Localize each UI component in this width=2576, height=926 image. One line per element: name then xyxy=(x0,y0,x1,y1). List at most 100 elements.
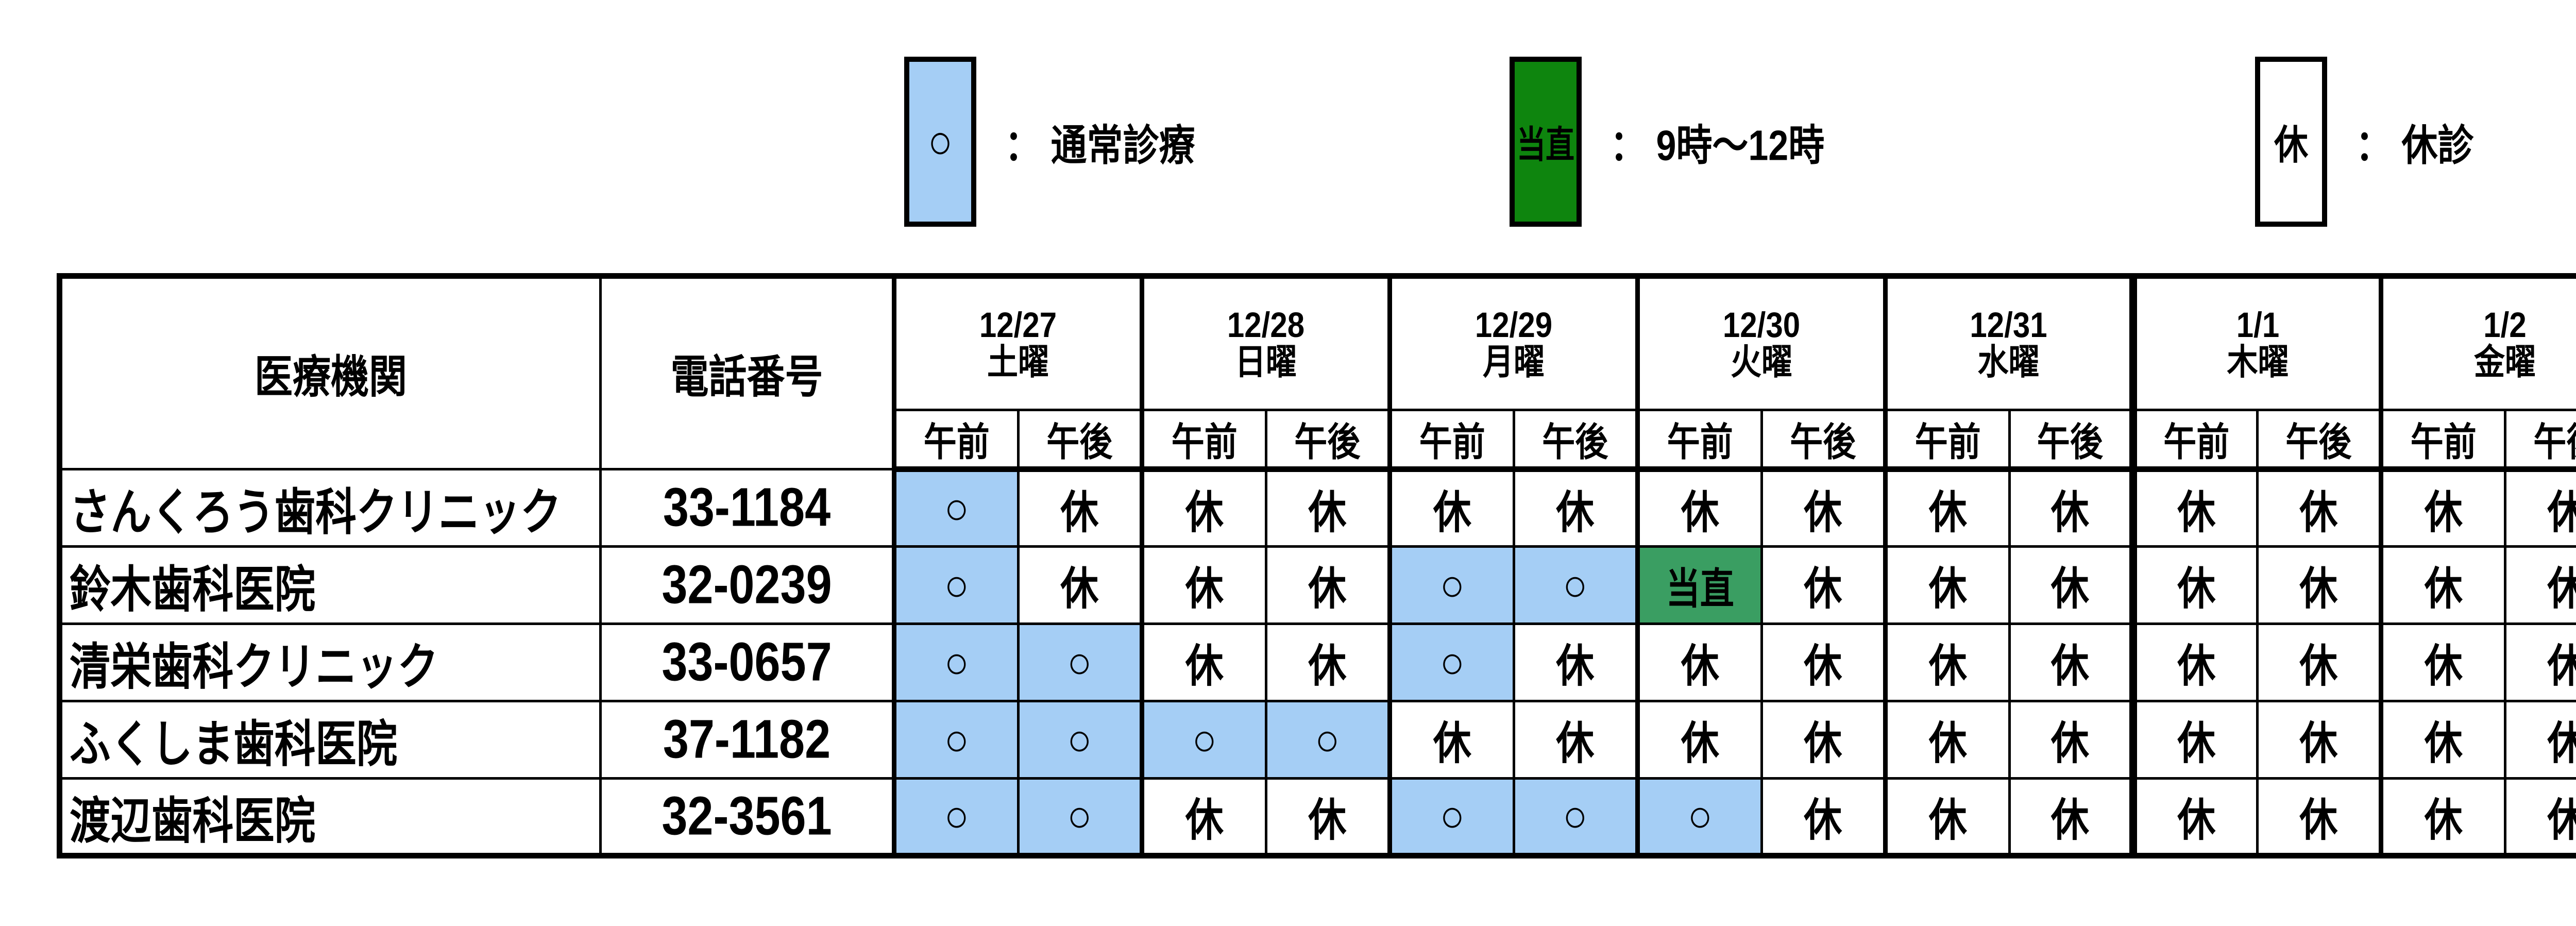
schedule-cell-kyu: 休 xyxy=(2129,468,2259,548)
schedule-mark: 休 xyxy=(1928,795,1967,846)
schedule-cell-kyu: 休 xyxy=(1512,468,1639,548)
clinic-name-text: 清栄歯科クリニック xyxy=(70,639,438,695)
ampm-label: 午前 xyxy=(1419,419,1485,464)
ampm-label: 午後 xyxy=(1294,419,1361,464)
schedule-mark: 休 xyxy=(1185,563,1224,614)
schedule-cell-kyu: 休 xyxy=(2379,622,2506,702)
schedule-mark: 休 xyxy=(1928,718,1967,769)
am-header-1-1: 午前 xyxy=(2129,409,2259,472)
schedule-mark: ○ xyxy=(944,483,969,534)
schedule-mark: ○ xyxy=(1315,714,1340,765)
schedule-mark: ○ xyxy=(1563,790,1588,841)
weekday-label: 日曜 xyxy=(1235,342,1297,382)
schedule-mark: 休 xyxy=(2424,487,2463,538)
ampm-label: 午前 xyxy=(1171,419,1238,464)
schedule-cell-kyu: 休 xyxy=(2129,777,2259,857)
schedule-cell-touchoku: 当直 xyxy=(1635,545,1763,625)
schedule-cell-kyu: 休 xyxy=(1387,468,1515,548)
phone-number-text: 37-1182 xyxy=(663,709,831,770)
schedule-cell-kyu: 休 xyxy=(2256,545,2382,625)
phone-number: 32-3561 xyxy=(599,777,895,857)
schedule-mark: 休 xyxy=(1928,487,1967,538)
schedule-cell-kyu: 休 xyxy=(1512,622,1639,702)
schedule-mark: 休 xyxy=(1804,718,1842,769)
schedule-cell-kyu: 休 xyxy=(2379,545,2506,625)
schedule-mark: 休 xyxy=(2547,476,2576,541)
weekday-label: 土曜 xyxy=(987,342,1049,382)
schedule-cell-kyu: 休 xyxy=(2129,622,2259,702)
schedule-cell-kyu: 休 xyxy=(1016,468,1143,548)
schedule-mark: 休 xyxy=(2177,487,2216,538)
ampm-label: 午後 xyxy=(2533,419,2576,464)
schedule-mark: 休 xyxy=(2299,563,2338,614)
legend-label-normal: ： 通常診療 xyxy=(1005,116,1195,169)
schedule-cell-kyu: 休 xyxy=(1140,777,1267,857)
schedule-cell-kyu: 休 xyxy=(1635,700,1763,780)
schedule-mark: 休 xyxy=(2050,795,2089,846)
schedule-mark: 休 xyxy=(2547,707,2576,772)
ampm-label: 午後 xyxy=(1542,419,1608,464)
schedule-mark: ○ xyxy=(1067,790,1092,841)
schedule-cell-kyu: 休 xyxy=(2129,545,2259,625)
am-header-1-2: 午前 xyxy=(2379,409,2506,472)
schedule-mark: 休 xyxy=(1185,487,1224,538)
schedule-cell-kyu: 休 xyxy=(1264,468,1391,548)
schedule-mark: 休 xyxy=(1804,563,1842,614)
schedule-mark: 休 xyxy=(2299,487,2338,538)
schedule-cell-kyu: 休 xyxy=(1140,545,1267,625)
schedule-cell-kyu: 休 xyxy=(2503,777,2576,857)
schedule-mark: 休 xyxy=(2299,641,2338,692)
schedule-body: さんくろう歯科クリニック33-1184○休休休休休休休休休休休休休休休休休鈴木歯… xyxy=(58,468,2576,857)
schedule-cell-maru: ○ xyxy=(1387,777,1515,857)
schedule-cell-kyu: 休 xyxy=(2256,777,2382,857)
ampm-label: 午前 xyxy=(1667,419,1733,464)
schedule-cell-kyu: 休 xyxy=(2503,700,2576,780)
schedule-cell-kyu: 休 xyxy=(2008,622,2134,702)
ampm-label: 午後 xyxy=(2037,419,2103,464)
schedule-cell-kyu: 休 xyxy=(1760,545,1887,625)
schedule-mark: 休 xyxy=(1433,718,1471,769)
closed-symbol: 休 xyxy=(2274,122,2308,167)
am-header-12-29: 午前 xyxy=(1387,409,1515,472)
schedule-mark: 休 xyxy=(1060,563,1099,614)
schedule-cell-maru: ○ xyxy=(892,622,1020,702)
schedule-cell-kyu: 休 xyxy=(1387,700,1515,780)
schedule-cell-maru: ○ xyxy=(1016,700,1143,780)
schedule-mark: 休 xyxy=(2050,641,2089,692)
schedule-mark: 休 xyxy=(2424,563,2463,614)
date-label: 12/28 xyxy=(1227,305,1305,345)
ampm-label: 午後 xyxy=(2285,419,2352,464)
legend-item-closed: 休 ： 休診 xyxy=(2255,57,2473,227)
schedule-cell-kyu: 休 xyxy=(2379,777,2506,857)
schedule-cell-maru: ○ xyxy=(1387,545,1515,625)
schedule-cell-kyu: 休 xyxy=(1883,777,2011,857)
schedule-cell-maru: ○ xyxy=(1635,777,1763,857)
schedule-cell-kyu: 休 xyxy=(1883,622,2011,702)
weekday-label: 火曜 xyxy=(1731,342,1792,382)
schedule-cell-kyu: 休 xyxy=(1635,622,1763,702)
ampm-header-row: 午前午後午前午後午前午後午前午後午前午後午前午後午前午後午前午後午前午後 xyxy=(60,409,2576,472)
schedule-cell-kyu: 休 xyxy=(2256,700,2382,780)
schedule-cell-kyu: 休 xyxy=(1140,468,1267,548)
schedule-mark: 休 xyxy=(2424,795,2463,846)
schedule-mark: 休 xyxy=(1185,641,1224,692)
schedule-mark: ○ xyxy=(944,560,969,610)
schedule-mark: ○ xyxy=(944,637,969,687)
date-label: 12/29 xyxy=(1475,305,1553,345)
on-duty-symbol: 当直 xyxy=(1517,123,1574,166)
schedule-mark: ○ xyxy=(1439,790,1465,841)
schedule-cell-kyu: 休 xyxy=(2256,468,2382,548)
legend-box-closed: 休 xyxy=(2255,57,2327,227)
schedule-mark: 休 xyxy=(1060,487,1099,538)
ampm-label: 午後 xyxy=(1790,419,1856,464)
header-institution: 医療機関 xyxy=(58,275,602,470)
schedule-cell-kyu: 休 xyxy=(2503,545,2576,625)
schedule-cell-maru: ○ xyxy=(1264,700,1391,780)
